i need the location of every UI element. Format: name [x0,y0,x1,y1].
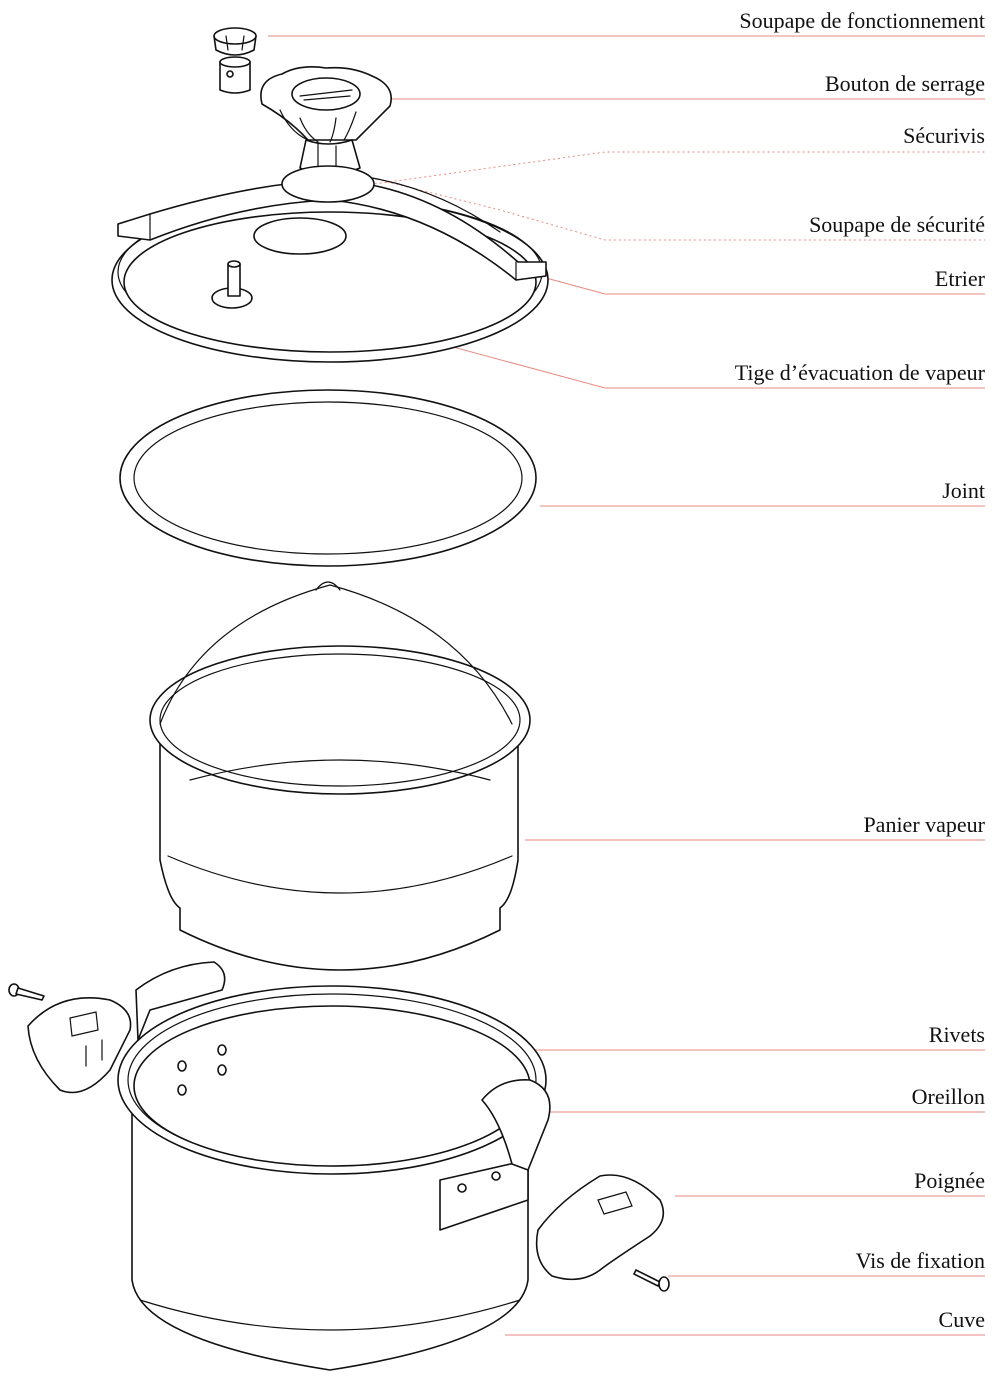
gasket-illustration [119,389,537,567]
left-screw-illustration [8,983,45,1001]
leader-soupape-securite [371,177,985,241]
label-soupape-fonctionnement: Soupape de fonctionnement [739,8,985,33]
label-securivis: Sécurivis [903,123,985,148]
right-handle-illustration [535,1174,665,1281]
leader-etrier [534,274,985,295]
label-vis-fixation: Vis de fixation [855,1248,985,1273]
label-joint: Joint [942,478,985,503]
label-tige-evacuation: Tige d’évacuation de vapeur [734,360,985,385]
label-panier-vapeur: Panier vapeur [863,812,985,837]
tightening-knob-illustration [260,66,392,176]
label-rivets: Rivets [928,1022,985,1047]
label-etrier: Etrier [934,266,985,291]
label-cuve: Cuve [938,1307,985,1332]
right-screw-illustration [633,1269,670,1292]
lid-illustration [111,165,549,363]
label-poignee: Poignée [914,1168,985,1193]
left-handle-illustration [27,997,132,1094]
label-bouton-serrage: Bouton de serrage [824,71,985,96]
operating-valve-illustration [213,27,257,94]
leader-securivis [344,151,985,189]
steam-basket-illustration [149,581,531,971]
label-soupape-securite: Soupape de sécurité [809,212,985,237]
label-oreillon: Oreillon [911,1084,985,1109]
pot-illustration [117,961,551,1371]
